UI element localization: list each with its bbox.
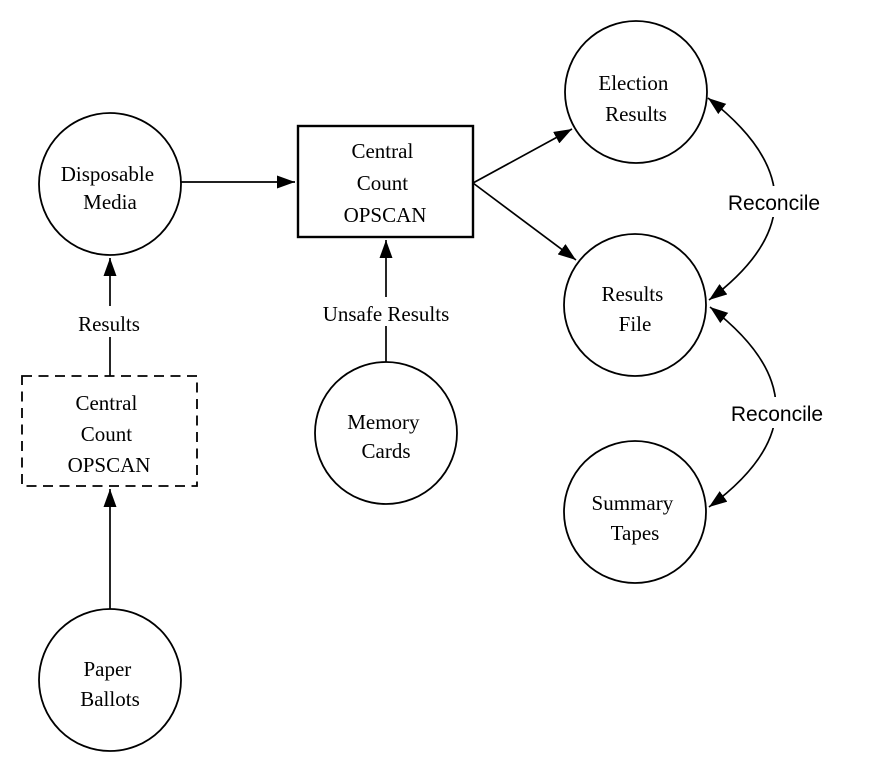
memory-cards-label: Memory Cards — [347, 410, 425, 463]
central-count-opscan-rect — [296, 124, 475, 239]
results-file-circle — [563, 233, 707, 377]
edge-central-count-to-election-results — [472, 128, 573, 184]
election-results-label: Election Results — [598, 71, 673, 126]
reconcile-top-edge-label: Reconcile — [728, 192, 820, 215]
disposable-media-circle — [38, 112, 182, 256]
node-summary-tapes: Summary Tapes — [563, 440, 707, 584]
central-count-opscan-label: Central Count OPSCAN — [344, 139, 427, 227]
node-memory-cards: Memory Cards — [314, 361, 458, 505]
results-edge-label: Results — [78, 312, 140, 336]
node-disposable-media: Disposable Media — [38, 112, 182, 256]
results-label-background — [64, 306, 156, 337]
nodes: Disposable Media Central Count OPSCAN Ce… — [21, 20, 708, 752]
paper-ballots-label: Paper Ballots — [80, 657, 140, 711]
node-central-count-opscan-dashed: Central Count OPSCAN — [21, 375, 198, 487]
node-results-file: Results File — [563, 233, 707, 377]
unsafe-results-label-background — [301, 297, 471, 326]
summary-tapes-circle — [563, 440, 707, 584]
memory-cards-circle — [314, 361, 458, 505]
reconcile-bottom-label-background — [719, 397, 837, 428]
results-file-label: Results File — [601, 282, 668, 336]
reconcile-top-label-background — [716, 186, 834, 217]
unsafe-results-edge-label: Unsafe Results — [323, 302, 450, 326]
node-central-count-opscan: Central Count OPSCAN — [296, 124, 475, 239]
edge-labels: Results Unsafe Results Reconcile Reconci… — [64, 186, 837, 428]
central-count-opscan-dashed-rect — [21, 375, 198, 487]
node-election-results: Election Results — [564, 20, 708, 164]
disposable-media-label: Disposable Media — [61, 162, 160, 214]
election-results-circle — [564, 20, 708, 164]
reconcile-bottom-edge-label: Reconcile — [731, 403, 823, 426]
summary-tapes-label: Summary Tapes — [592, 491, 679, 545]
central-count-opscan-dashed-label: Central Count OPSCAN — [68, 391, 151, 477]
paper-ballots-circle — [38, 608, 182, 752]
edge-central-count-to-results-file — [472, 182, 577, 261]
node-paper-ballots: Paper Ballots — [38, 608, 182, 752]
